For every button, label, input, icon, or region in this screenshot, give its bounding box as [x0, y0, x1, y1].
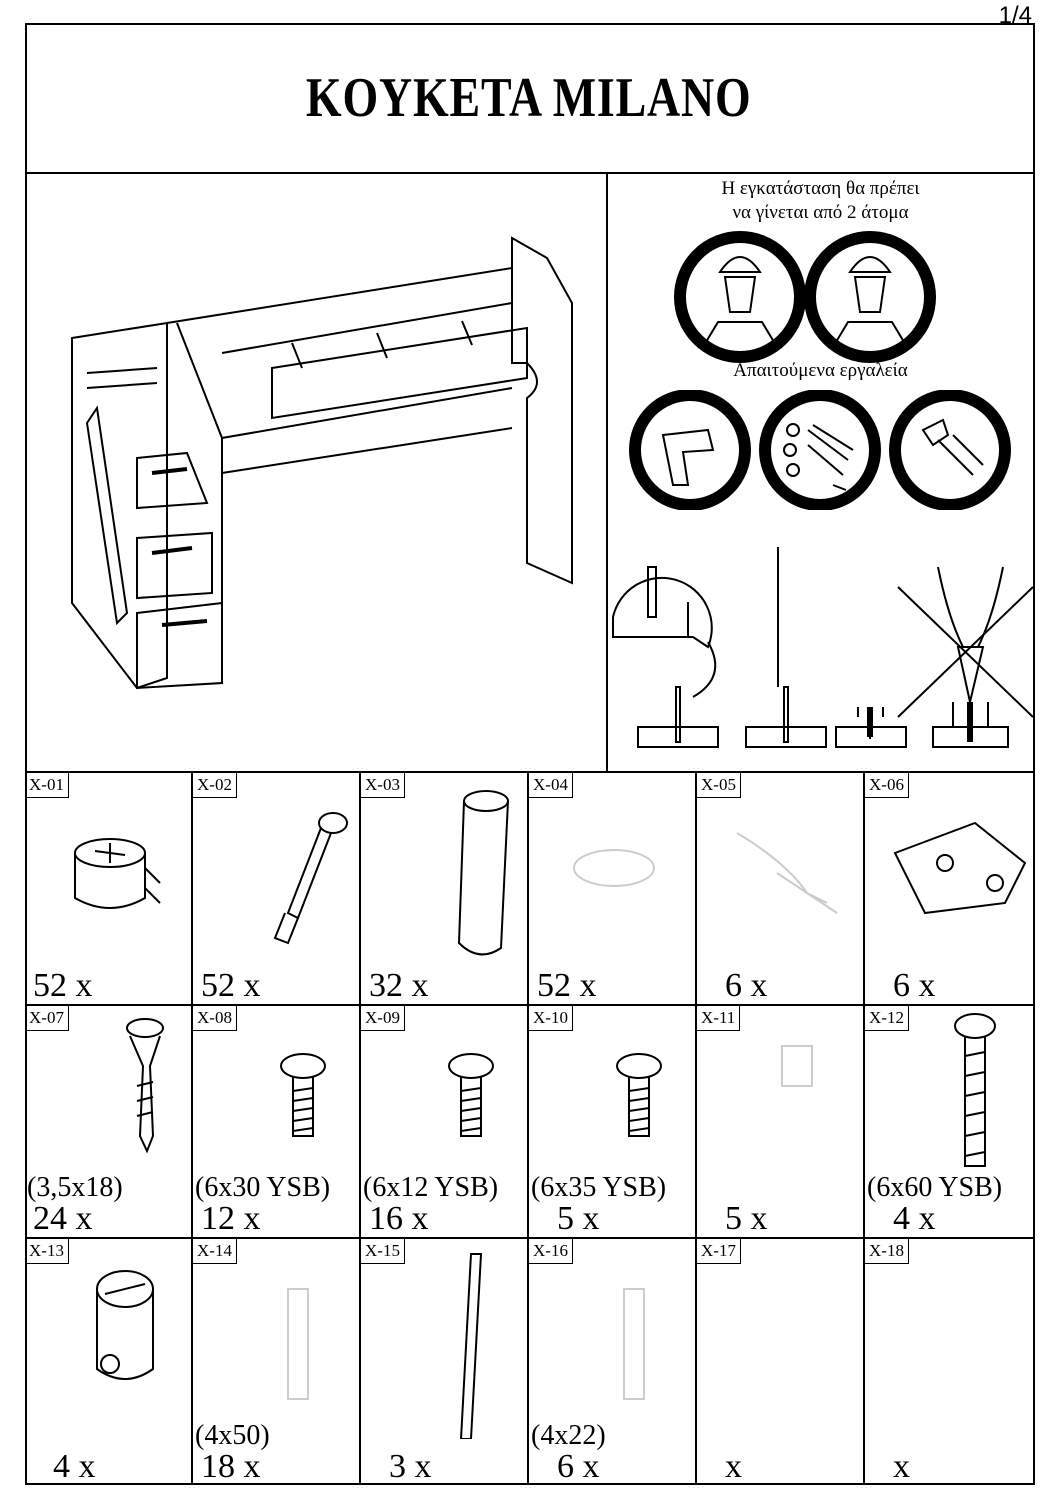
part-code: X-01 [25, 773, 69, 798]
empty-part-slot [865, 1239, 1032, 1439]
part-code: X-11 [697, 1006, 741, 1031]
part-code: X-13 [25, 1239, 69, 1264]
tools-icons [629, 390, 1011, 510]
part-cell: X-02 52 x [193, 773, 361, 1006]
title-box: KOYKETA MILANO [25, 23, 1033, 174]
part-quantity: 3 x [389, 1448, 432, 1485]
part-cell: X-07 (3,5x18) 24 x [25, 1006, 193, 1239]
foot-icon [781, 1045, 813, 1087]
wooden-dowel-icon [457, 790, 509, 956]
part-quantity: 12 x [201, 1200, 261, 1237]
cap-icon [573, 849, 655, 887]
rail-icon [459, 1253, 483, 1439]
part-cell: X-13 4 x [25, 1239, 193, 1485]
part-code: X-14 [193, 1239, 237, 1264]
part-code: X-15 [361, 1239, 405, 1264]
part-code: X-16 [529, 1239, 573, 1264]
part-cell: X-18 x [865, 1239, 1033, 1485]
part-quantity: 6 x [557, 1448, 600, 1485]
part-spec: (4x50) [195, 1420, 270, 1451]
cam-lock-icon [74, 838, 161, 909]
part-quantity: 52 x [537, 967, 597, 1004]
part-quantity: 4 x [53, 1448, 96, 1485]
part-code: X-09 [361, 1006, 405, 1031]
part-code: X-10 [529, 1006, 573, 1031]
part-code: X-12 [865, 1006, 909, 1031]
part-spec: (4x22) [531, 1420, 606, 1451]
divider [606, 172, 608, 772]
parts-grid: X-01 52 x X-02 52 x X-03 32 x X-04 52 x … [25, 771, 1033, 1485]
part-quantity: x [893, 1448, 910, 1485]
instructions-panel: Η εγκατάσταση θα πρέπει να γίνεται από 2… [608, 172, 1033, 772]
tools-note: Απαιτούμενα εργαλεία [733, 360, 908, 381]
part-cell: X-03 32 x [361, 773, 529, 1006]
note-line: Η εγκατάσταση θα πρέπει [721, 178, 920, 199]
wood-screw-icon [126, 1018, 164, 1154]
bolt-icon [280, 1053, 326, 1137]
empty-part-slot [697, 1239, 864, 1439]
part-quantity: 5 x [725, 1200, 768, 1237]
part-quantity: 4 x [893, 1200, 936, 1237]
part-code: X-05 [697, 773, 741, 798]
bolt-icon [448, 1053, 494, 1137]
part-quantity: 32 x [369, 967, 429, 1004]
screw-icon [287, 1288, 309, 1400]
long-bolt-icon [954, 1013, 996, 1167]
part-cell: X-04 52 x [529, 773, 697, 1006]
part-code: X-06 [865, 773, 909, 798]
bunk-bed-illustration [27, 173, 606, 771]
part-code: X-17 [697, 1239, 741, 1264]
part-cell: X-01 52 x [25, 773, 193, 1006]
part-cell: X-06 6 x [865, 773, 1033, 1006]
barrel-nut-icon [96, 1270, 154, 1380]
part-quantity: 18 x [201, 1448, 261, 1485]
part-quantity: 52 x [201, 967, 261, 1004]
part-code: X-02 [193, 773, 237, 798]
part-quantity: 52 x [33, 967, 93, 1004]
note-line: να γίνεται από 2 άτομα [732, 202, 909, 223]
part-cell: X-10 (6x35 YSB) 5 x [529, 1006, 697, 1239]
part-cell: X-15 3 x [361, 1239, 529, 1485]
hinge-plate-icon [893, 821, 1027, 915]
page-frame [25, 23, 1035, 1485]
two-workers-icon [674, 231, 936, 363]
part-code: X-07 [25, 1006, 69, 1031]
two-people-note: Η εγκατάσταση θα πρέπει να γίνεται από 2… [608, 177, 1033, 225]
page-title: KOYKETA MILANO [306, 66, 752, 129]
part-spec: (6x35 YSB) [531, 1172, 667, 1203]
part-spec: (6x30 YSB) [195, 1172, 331, 1203]
part-quantity: 6 x [893, 967, 936, 1004]
part-quantity: 6 x [725, 967, 768, 1004]
part-code: X-03 [361, 773, 405, 798]
part-cell: X-14 (4x50) 18 x [193, 1239, 361, 1485]
part-cell: X-08 (6x30 YSB) 12 x [193, 1006, 361, 1239]
part-cell: X-12 (6x60 YSB) 4 x [865, 1006, 1033, 1239]
hinge-icon [736, 832, 838, 914]
part-cell: X-17 x [697, 1239, 865, 1485]
part-code: X-18 [865, 1239, 909, 1264]
part-spec: (6x12 YSB) [363, 1172, 499, 1203]
cam-fitting-diagram [612, 547, 1033, 748]
part-cell: X-09 (6x12 YSB) 16 x [361, 1006, 529, 1239]
cam-bolt-icon [273, 812, 348, 945]
part-quantity: 5 x [557, 1200, 600, 1237]
part-quantity: x [725, 1448, 742, 1485]
part-cell: X-05 6 x [697, 773, 865, 1006]
part-cell: X-16 (4x22) 6 x [529, 1239, 697, 1485]
part-quantity: 24 x [33, 1200, 93, 1237]
part-quantity: 16 x [369, 1200, 429, 1237]
screw-icon [623, 1288, 645, 1400]
part-spec: (3,5x18) [27, 1172, 123, 1203]
part-code: X-08 [193, 1006, 237, 1031]
part-cell: X-11 5 x [697, 1006, 865, 1239]
bolt-icon [616, 1053, 662, 1137]
part-spec: (6x60 YSB) [867, 1172, 1003, 1203]
part-code: X-04 [529, 773, 573, 798]
